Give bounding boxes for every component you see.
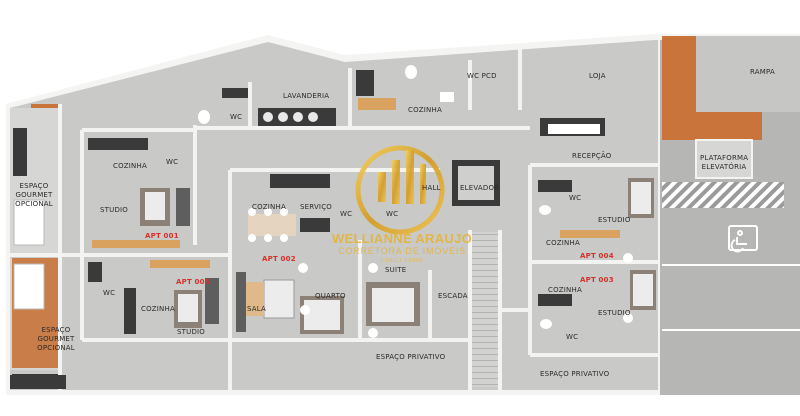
- apt005-closet: [205, 278, 219, 324]
- label-suite-002: SUITE: [385, 266, 407, 274]
- apt004-lamp: [623, 253, 633, 263]
- label-wc-004: WC: [569, 194, 582, 202]
- label-loja: LOJA: [589, 72, 606, 80]
- main-floor: [10, 40, 660, 390]
- label-cozinha-004: COZINHA: [546, 239, 580, 247]
- wc-pcd-sink: [440, 92, 454, 102]
- parking-lines: [662, 264, 800, 331]
- apt001-counter: [88, 138, 148, 150]
- label-studio-001: STUDIO: [100, 206, 129, 214]
- label-estudio-004: ESTUDIO: [598, 216, 631, 224]
- label-cozinha-005: COZINHA: [141, 305, 175, 313]
- label-apt002: APT 002: [262, 255, 296, 263]
- apt004-bed-sheet: [631, 182, 651, 214]
- label-sala-002: SALA: [247, 305, 267, 313]
- apt005-wc-sink: [88, 262, 102, 282]
- apt001-bench: [92, 240, 180, 248]
- label-cozinha-002: COZINHA: [252, 203, 286, 211]
- label-elevador: ELEVADOR: [460, 184, 500, 192]
- watermark-subtitle: CORRETORA DE IMÓVEIS: [338, 246, 466, 256]
- gourmet-top-tub: [13, 199, 45, 246]
- gourmet-top-counter: [13, 128, 27, 176]
- label-wc-005: WC: [103, 289, 116, 297]
- label-wc-pcd: WC PCD: [467, 72, 497, 80]
- label-studio-005: STUDIO: [177, 328, 206, 336]
- reception-desk: [548, 124, 600, 134]
- elevator-car: [458, 166, 494, 200]
- apt002-tv-unit: [236, 272, 246, 332]
- label-espaco-privativo-2: ESPAÇO PRIVATIVO: [540, 370, 610, 378]
- wc-top-toilet: [198, 110, 210, 124]
- apt002-dining-table: [248, 214, 296, 236]
- watermark-creci: CRECI 13995: [380, 258, 424, 264]
- label-cozinha-003: COZINHA: [548, 286, 582, 294]
- apt001-closet: [176, 188, 190, 226]
- bottom-left-counter: [10, 375, 66, 389]
- accessibility-icon: [728, 225, 758, 253]
- stairs: [472, 232, 498, 387]
- apt003-toilet: [540, 319, 552, 329]
- apt002-service-counter: [300, 218, 330, 232]
- label-recepcao: RECEPÇÃO: [572, 152, 612, 160]
- label-espaco-privativo-1: ESPAÇO PRIVATIVO: [376, 353, 446, 361]
- label-wc-001: WC: [166, 158, 179, 166]
- apt003-bed-sheet: [633, 274, 653, 306]
- wc-pcd-toilet: [405, 65, 417, 79]
- label-wc-top: WC: [230, 113, 243, 121]
- watermark: WELLIANNE ARAUJO CORRETORA DE IMÓVEIS CR…: [322, 232, 482, 265]
- label-hall: HALL: [422, 184, 441, 192]
- label-servico-002: SERVIÇO: [300, 203, 332, 211]
- apt002-rug: [246, 282, 264, 316]
- apt002-kitchen-counter: [270, 174, 330, 188]
- label-quarto-002: QUARTO: [315, 292, 346, 300]
- wc-top-counter: [222, 88, 248, 98]
- apt003-counter: [538, 294, 572, 306]
- apt005-counter: [124, 288, 136, 334]
- platform-box: [695, 139, 753, 179]
- label-estudio-003: ESTUDIO: [598, 309, 631, 317]
- apt002-suite-sheet: [372, 288, 414, 322]
- hatched-area: [662, 182, 784, 208]
- label-apt003: APT 003: [580, 276, 614, 284]
- label-cozinha-001: COZINHA: [113, 162, 147, 170]
- apt005-bed-sheet: [178, 294, 198, 322]
- label-apt004: APT 004: [580, 252, 614, 260]
- label-apt005: APT 005: [176, 278, 210, 286]
- label-rampa: RAMPA: [750, 68, 775, 76]
- gourmet-bottom-tub-2: [13, 263, 45, 310]
- cozinha-top-table: [358, 98, 396, 110]
- apt002-sofa: [263, 279, 295, 319]
- label-espaco-gourmet-2: ESPAÇO GOURMET OPCIONAL: [37, 326, 75, 352]
- label-escada: ESCADA: [438, 292, 468, 300]
- watermark-logo-icon: [355, 145, 445, 235]
- apt005-bench: [150, 260, 210, 268]
- label-wc-002b: WC: [386, 210, 399, 218]
- label-wc-002a: WC: [340, 210, 353, 218]
- label-espaco-gourmet-1: ESPAÇO GOURMET OPCIONAL: [15, 182, 53, 208]
- watermark-name: WELLIANNE ARAUJO: [331, 231, 473, 246]
- apt004-bench: [560, 230, 620, 238]
- label-plataforma: PLATAFORMA ELEVATÓRIA: [700, 154, 749, 171]
- label-lavanderia: LAVANDERIA: [283, 92, 330, 100]
- apt001-bed-sheet: [145, 192, 165, 220]
- apt003-lamp: [623, 313, 633, 323]
- apt002-quarto-sheet: [304, 300, 340, 330]
- platform-wood: [662, 112, 762, 140]
- label-cozinha-top: COZINHA: [408, 106, 442, 114]
- label-apt001: APT 001: [145, 232, 179, 240]
- label-wc-003: WC: [566, 333, 579, 341]
- ramp-floor: [696, 36, 800, 112]
- cozinha-top-counter: [356, 70, 374, 96]
- apt004-toilet: [539, 205, 551, 215]
- apt004-counter: [538, 180, 572, 192]
